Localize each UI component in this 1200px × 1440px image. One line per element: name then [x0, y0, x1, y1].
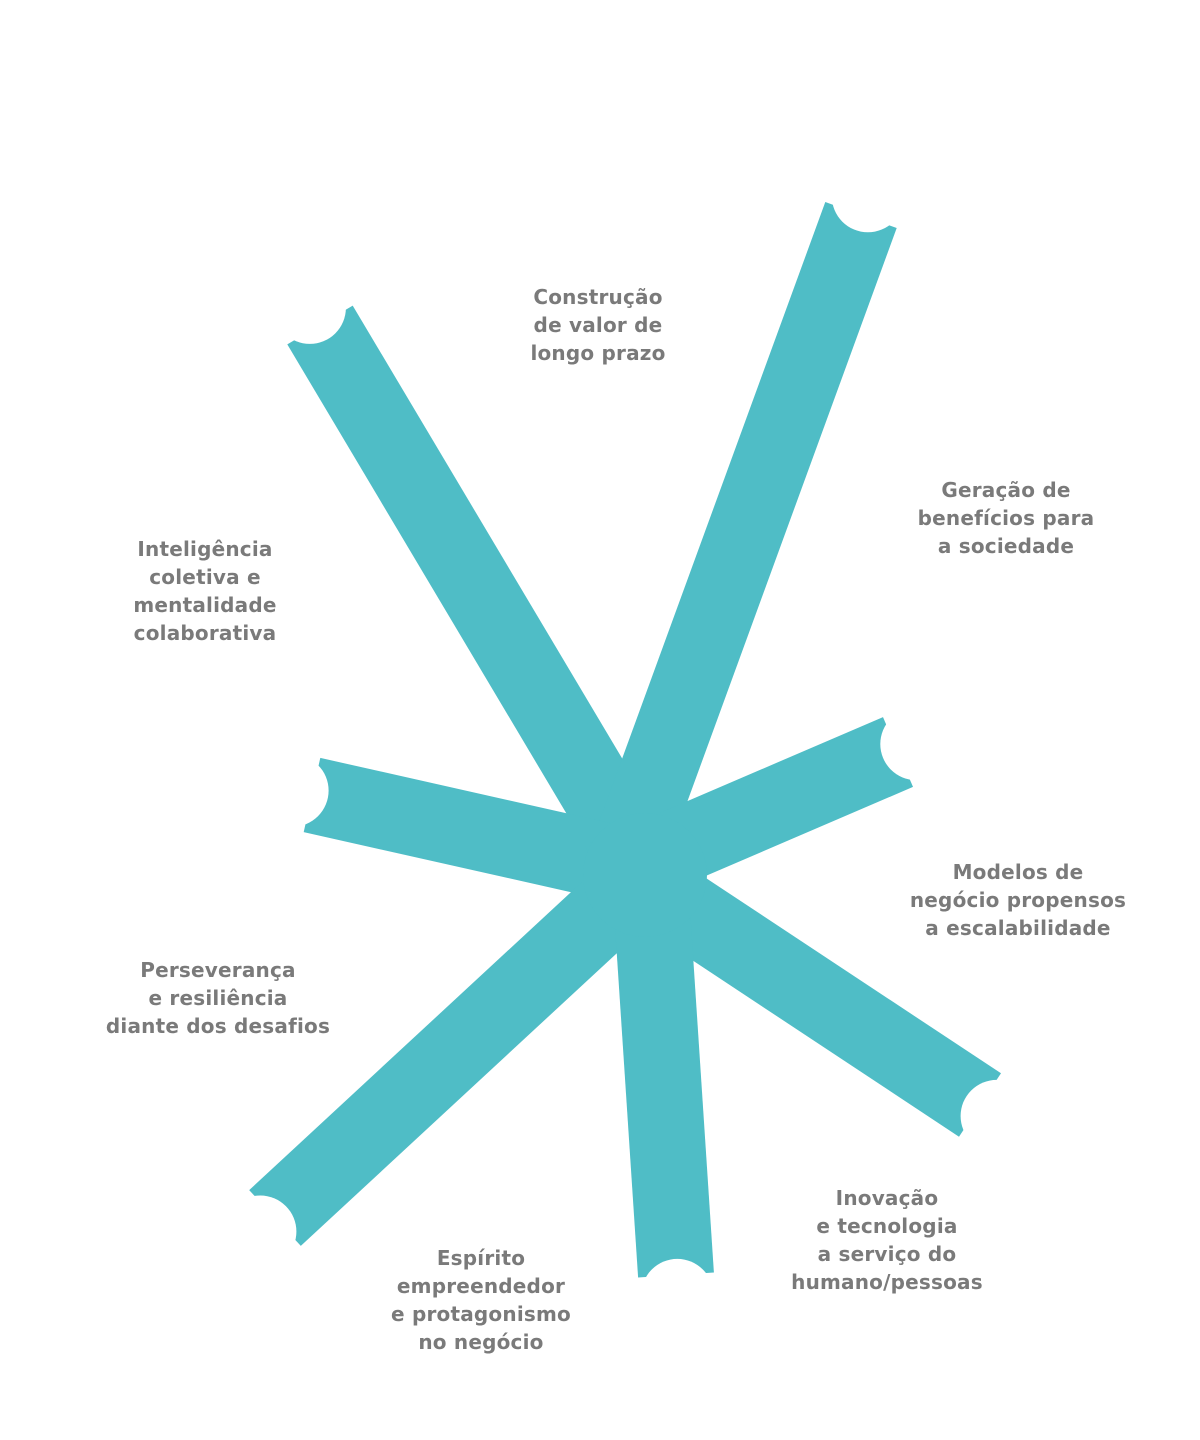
- label-line: Geração de: [941, 478, 1071, 502]
- label-line: Espírito: [436, 1246, 526, 1270]
- star-center-hub: [583, 813, 707, 937]
- ray-upper-left-to-center: [287, 305, 713, 950]
- label-line: humano/pessoas: [791, 1270, 983, 1294]
- label-line: e protagonismo: [391, 1302, 571, 1326]
- label-line: colaborativa: [133, 621, 277, 645]
- label-line: benefícios para: [917, 506, 1095, 530]
- label-line: a sociedade: [937, 534, 1075, 558]
- label-line: coletiva e: [149, 565, 261, 589]
- label-line: diante dos desafios: [105, 1014, 331, 1038]
- label-line: no negócio: [418, 1330, 544, 1354]
- label-line: a escalabilidade: [925, 916, 1111, 940]
- label-espirito-empreendedor: Espírito empreendedor e protagonismo no …: [371, 1244, 591, 1356]
- label-line: mentalidade: [133, 593, 277, 617]
- label-line: de valor de: [533, 313, 663, 337]
- label-line: e resiliência: [148, 986, 288, 1010]
- label-geracao-de-beneficios: Geração de benefícios para a sociedade: [896, 476, 1116, 560]
- label-perseveranca-e-resiliencia: Perseverança e resiliência diante dos de…: [88, 956, 348, 1040]
- label-line: a serviço do: [817, 1242, 957, 1266]
- label-line: e tecnologia: [816, 1214, 958, 1238]
- ray-bottom-to-center: [612, 877, 714, 1278]
- label-inteligencia-coletiva: Inteligência coletiva e mentalidade cola…: [105, 535, 305, 647]
- label-line: empreendedor: [396, 1274, 566, 1298]
- label-line: Perseverança: [140, 958, 296, 982]
- label-modelos-de-negocio: Modelos de negócio propensos a escalabil…: [888, 858, 1148, 942]
- label-inovacao-e-tecnologia: Inovação e tecnologia a serviço do human…: [772, 1184, 1002, 1296]
- label-line: Inteligência: [137, 537, 273, 561]
- label-construcao-de-valor: Construção de valor de longo prazo: [498, 283, 698, 367]
- label-line: Inovação: [835, 1186, 939, 1210]
- label-line: Modelos de: [952, 860, 1084, 884]
- ray-lower-right-to-center: [619, 848, 1001, 1137]
- rays-group: [249, 202, 1001, 1278]
- ray-upper-right-to-center: [564, 202, 897, 943]
- ray-lower-left-to-center: [249, 852, 666, 1246]
- label-line: Construção: [533, 285, 663, 309]
- label-line: longo prazo: [530, 341, 666, 365]
- label-line: negócio propensos: [909, 888, 1127, 912]
